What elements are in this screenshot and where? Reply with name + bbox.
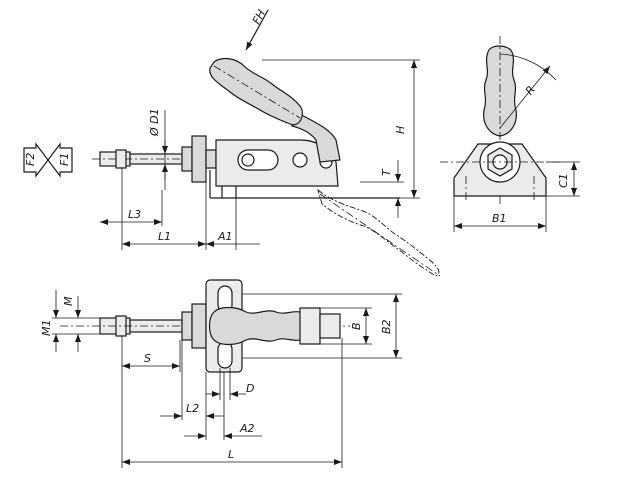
label-t: T <box>380 168 393 176</box>
handle-open-axis <box>319 193 441 277</box>
side-view: FH H T Ø D1 F2 F1 L3 L1 A1 <box>23 8 441 277</box>
force-arrow-f2 <box>23 142 49 178</box>
label-f2: F2 <box>24 153 37 166</box>
label-l: L <box>228 448 234 461</box>
handle-axis <box>213 65 301 119</box>
top-guide-nut <box>181 311 193 341</box>
top-clamp-tip <box>319 313 341 339</box>
handle-open-ghost <box>317 188 440 277</box>
label-l1: L1 <box>158 230 171 243</box>
label-l3: L3 <box>128 208 141 221</box>
dim-r <box>499 65 551 129</box>
mounting-flange <box>191 135 207 183</box>
radius-arc <box>499 53 557 81</box>
top-clamp-head <box>299 307 321 345</box>
plunger-nut <box>115 149 127 169</box>
pivot-pin-1 <box>241 153 255 167</box>
label-b1: B1 <box>492 212 507 225</box>
base-foot <box>221 186 237 198</box>
label-s: S <box>144 352 151 365</box>
force-arrow-fh <box>245 9 269 51</box>
top-slot-lower <box>217 341 233 369</box>
pivot-pin-2 <box>292 152 308 168</box>
top-handle-grip <box>208 306 305 346</box>
guide-nut-2 <box>205 149 217 169</box>
top-view: M M1 S D L2 A2 L B <box>40 279 402 468</box>
force-arrow-f1 <box>47 142 73 178</box>
label-b: B <box>350 322 363 330</box>
guide-nut-1 <box>181 146 193 172</box>
label-d1: Ø D1 <box>148 108 161 137</box>
label-m1: M1 <box>40 320 53 337</box>
label-h: H <box>394 126 407 134</box>
base-plate <box>209 170 400 199</box>
top-flange <box>191 303 207 349</box>
label-a1: A1 <box>217 230 233 243</box>
label-c1: C1 <box>557 173 570 188</box>
label-a2: A2 <box>239 422 255 435</box>
front-view: R C1 B1 <box>440 36 580 232</box>
label-m: M <box>62 296 75 306</box>
label-fh: FH <box>250 8 268 27</box>
label-b2: B2 <box>380 319 393 334</box>
label-f1: F1 <box>58 153 71 166</box>
label-r: R <box>523 83 538 97</box>
label-d: D <box>246 382 254 395</box>
lever-arm <box>291 111 341 163</box>
label-l2: L2 <box>186 402 199 415</box>
